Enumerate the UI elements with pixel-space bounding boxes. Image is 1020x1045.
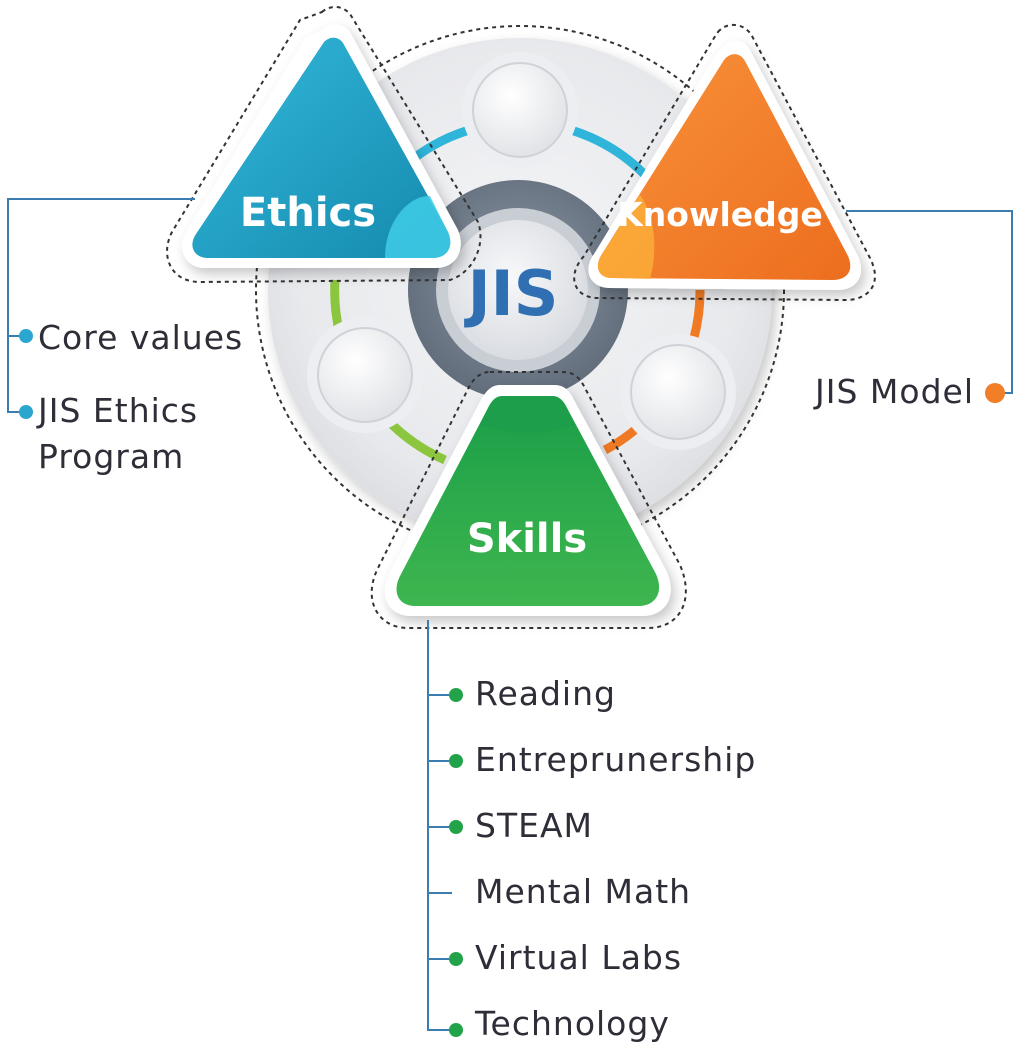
skills-triangle (396, 396, 660, 606)
skills-item-reading: Reading (475, 674, 616, 713)
orbit-circles (307, 52, 736, 450)
knowledge-dashed-outline (573, 24, 876, 302)
ethics-triangle-highlight (385, 195, 451, 258)
ethics-triangle (192, 37, 451, 258)
skills-item-technology: Technology (474, 1004, 670, 1043)
ethics-bullet-2 (19, 405, 33, 419)
knowledge-triangle-highlight (597, 195, 655, 279)
hub-core (448, 220, 588, 360)
orbit-circle-top (472, 62, 568, 158)
hub: JIS (408, 180, 628, 400)
ethics-connector-line (7, 198, 195, 413)
skills-bullet-reading (449, 688, 463, 702)
knowledge-bullet (985, 383, 1005, 403)
orbit-circle-right (630, 344, 726, 440)
knowledge-pillar: Knowledge (573, 24, 876, 302)
knowledge-label: Knowledge (617, 195, 823, 234)
skills-bullet-technology (449, 1023, 463, 1037)
ethics-item-jis-ethics: JIS Ethics (36, 391, 198, 430)
knowledge-connector-line (846, 210, 1013, 394)
skills-bullet-entreprunership (449, 754, 463, 768)
skills-item-mental-math: Mental Math (475, 872, 691, 911)
skills-item-entreprunership: Entreprunership (475, 740, 756, 779)
ethics-bullet-1 (19, 329, 33, 343)
ethics-connector (7, 198, 195, 413)
skills-item-virtual-labs: Virtual Labs (475, 938, 682, 977)
skills-item-steam: STEAM (475, 806, 593, 845)
skills-bullet-steam (449, 820, 463, 834)
ethics-item-core-values: Core values (38, 318, 243, 357)
ethics-label: Ethics (240, 190, 376, 236)
knowledge-item-jis-model: JIS Model (813, 372, 974, 411)
skills-triangle-highlight (480, 396, 575, 433)
hub-label: JIS (464, 257, 559, 330)
ethics-item-program: Program (38, 437, 184, 476)
ethics-dashed-outline (166, 6, 482, 284)
skills-label: Skills (467, 516, 587, 562)
skills-pillar: Skills (370, 371, 687, 629)
skills-connector (427, 620, 452, 1031)
ethics-pillar: Ethics (166, 6, 482, 284)
skills-connector-trunk (427, 620, 452, 1031)
outer-dashed-ring (255, 25, 785, 555)
skills-bullet-virtual-labs (449, 952, 463, 966)
orbit-circle-left (317, 327, 413, 423)
knowledge-triangle (597, 54, 851, 281)
